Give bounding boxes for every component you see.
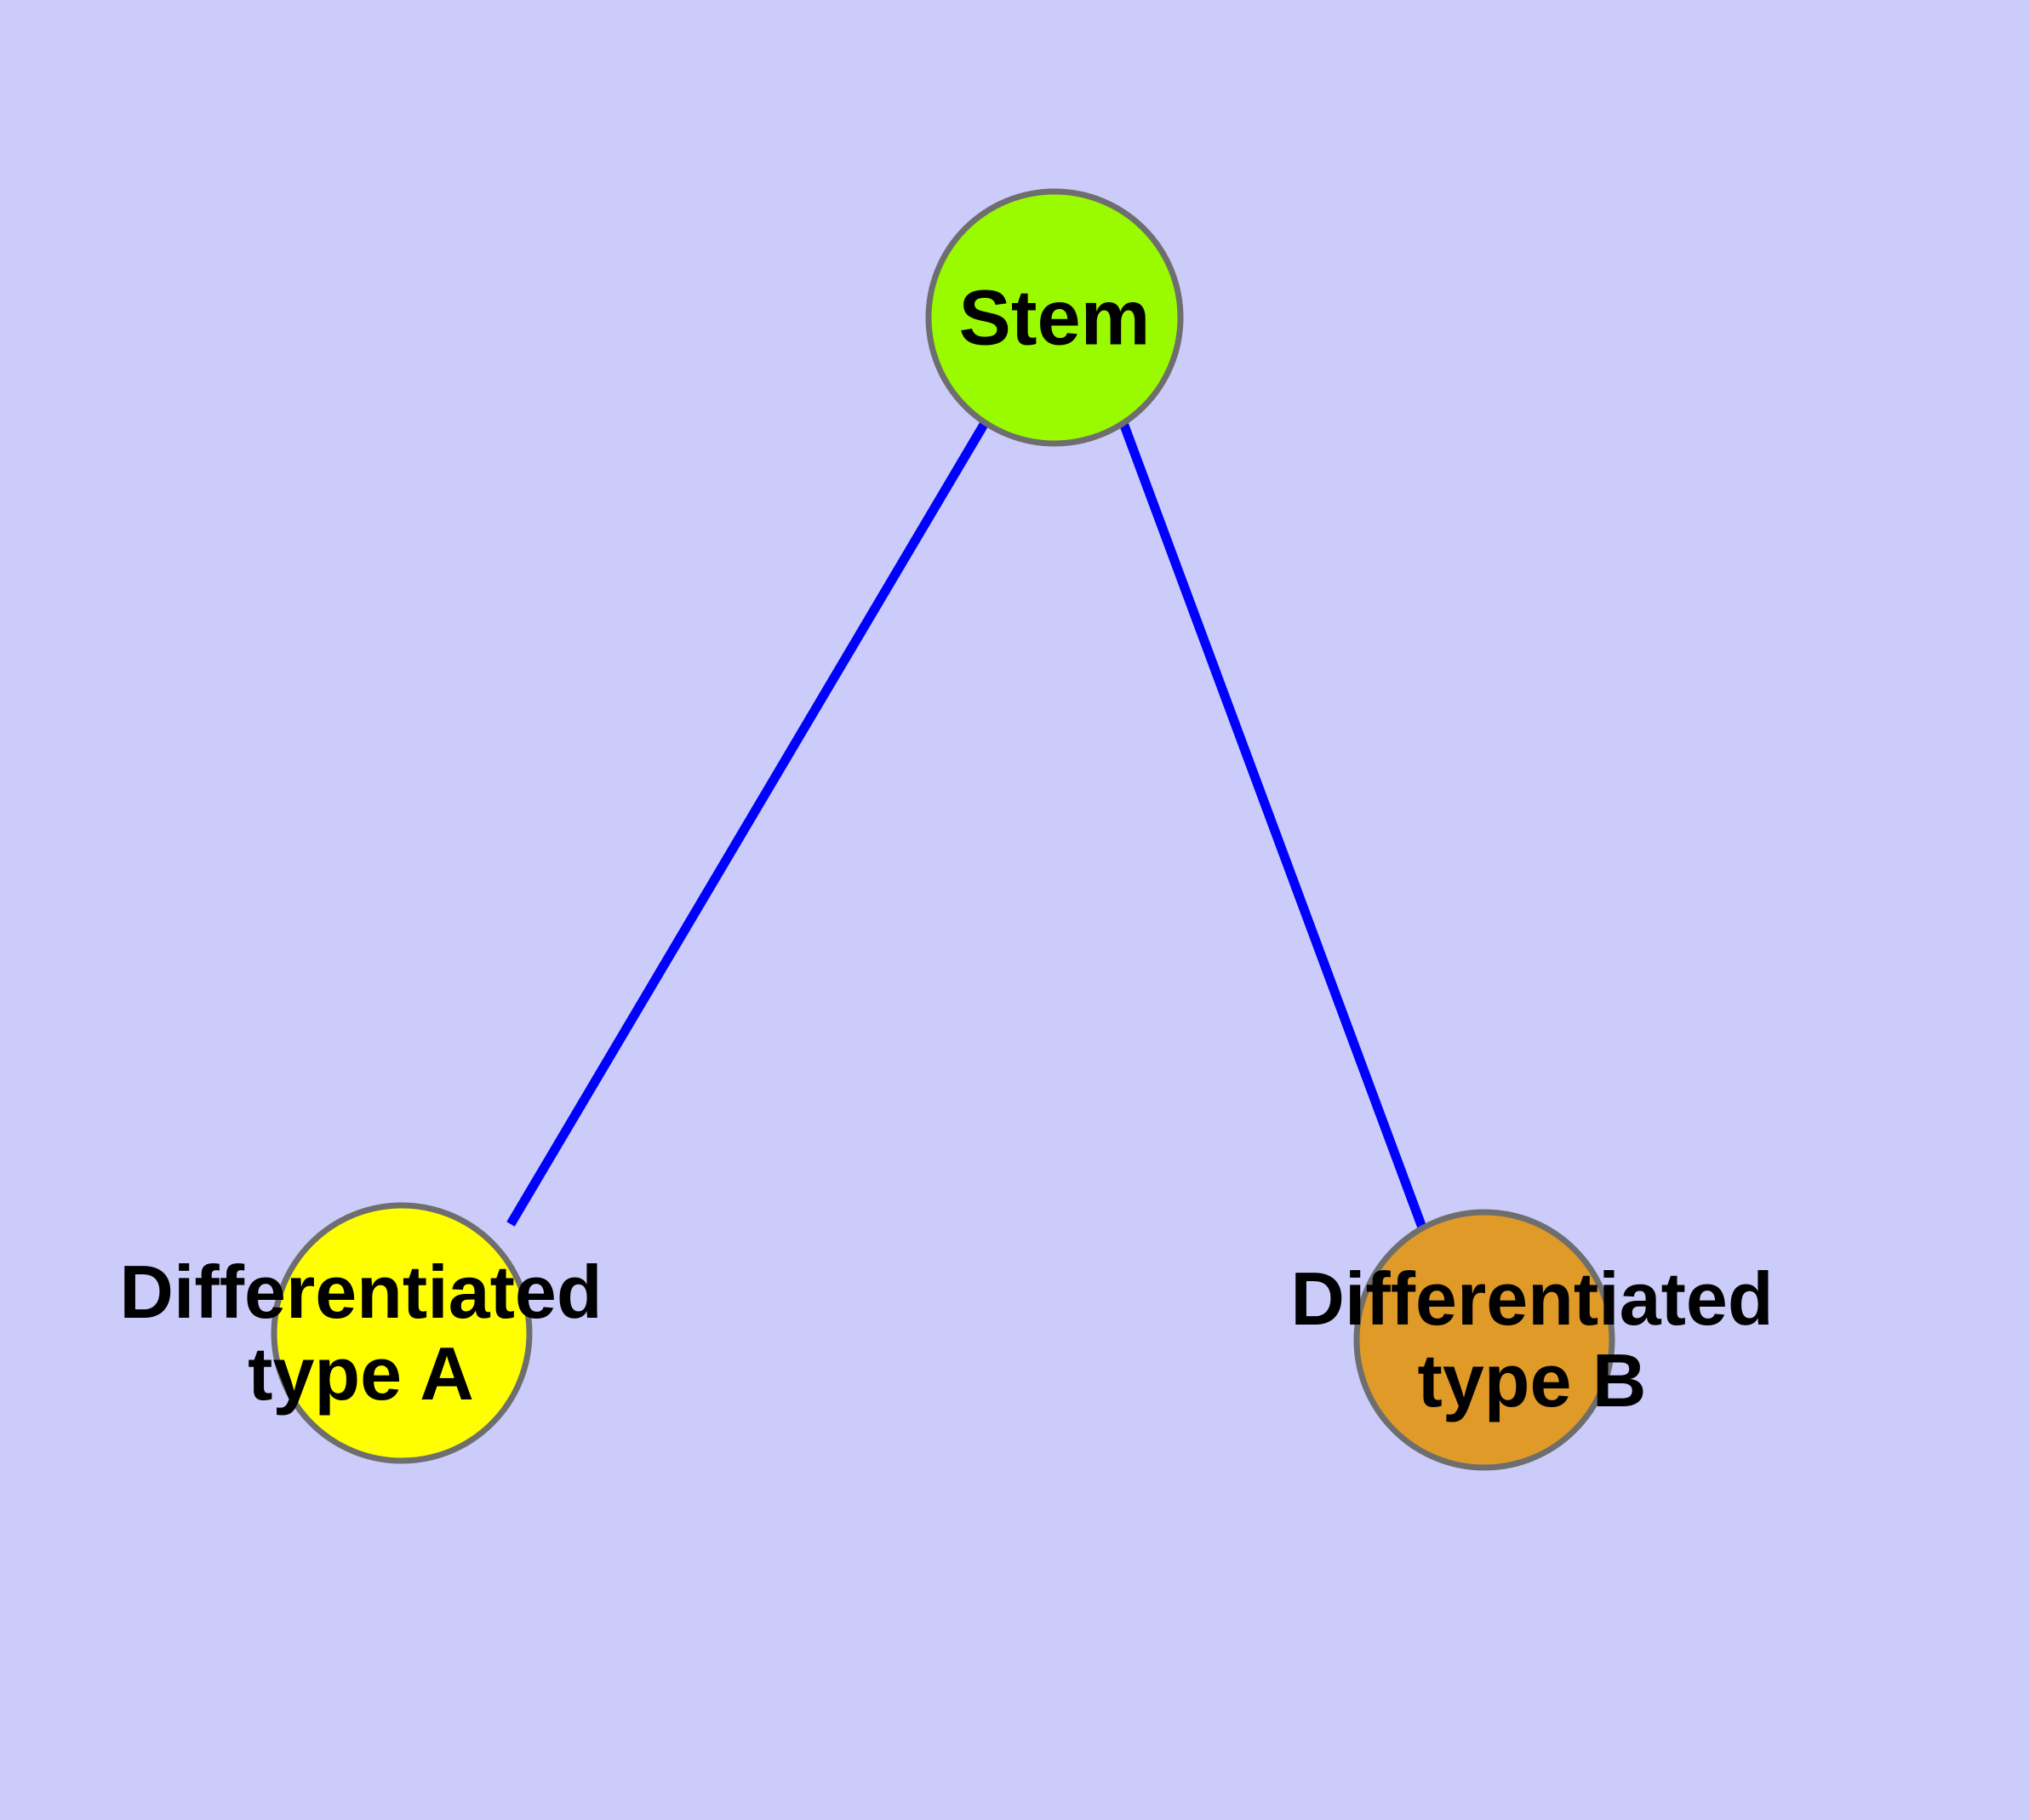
- node-stem[interactable]: [925, 188, 1184, 447]
- node-label-line: type B: [1418, 1338, 1647, 1422]
- edges-group: [506, 421, 1427, 1229]
- node-label-line: Differentiated: [1290, 1256, 1773, 1341]
- edge-stem-to-differentiated-type-b: [1118, 421, 1427, 1229]
- nodes-group: [271, 188, 1615, 1471]
- node-label-stem: Stem: [959, 274, 1151, 361]
- node-differentiated-type-b[interactable]: [1353, 1209, 1615, 1471]
- node-label-line: Differentiated: [119, 1250, 602, 1334]
- node-label-line: Stem: [959, 274, 1151, 361]
- node-label-line: type A: [248, 1331, 474, 1416]
- edge-stem-to-differentiated-type-a: [506, 421, 989, 1227]
- node-differentiated-type-a[interactable]: [271, 1202, 533, 1464]
